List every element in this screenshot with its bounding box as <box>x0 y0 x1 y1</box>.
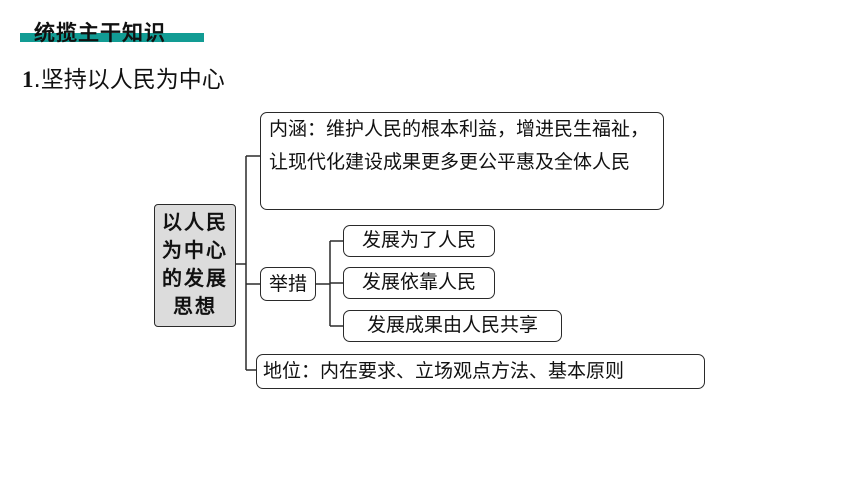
center-node: 以人民为中心的发展思想 <box>154 204 236 327</box>
measure-item: 发展成果由人民共享 <box>343 310 562 342</box>
section-number: 1 <box>22 67 34 92</box>
measures-node: 举措 <box>260 267 316 301</box>
section-title-text: .坚持以人民为中心 <box>33 67 225 93</box>
measure-item: 发展为了人民 <box>343 225 495 257</box>
header-title: 统揽主干知识 <box>34 21 166 45</box>
connotation-node: 内涵：维护人民的根本利益，增进民生福祉，让现代化建设成果更多更公平惠及全体人民 <box>260 112 664 210</box>
section-title: 1.坚持以人民为中心 <box>22 60 225 94</box>
header-accent-bar <box>20 33 204 42</box>
status-node: 地位：内在要求、立场观点方法、基本原则 <box>256 354 705 389</box>
measure-item: 发展依靠人民 <box>343 267 495 299</box>
